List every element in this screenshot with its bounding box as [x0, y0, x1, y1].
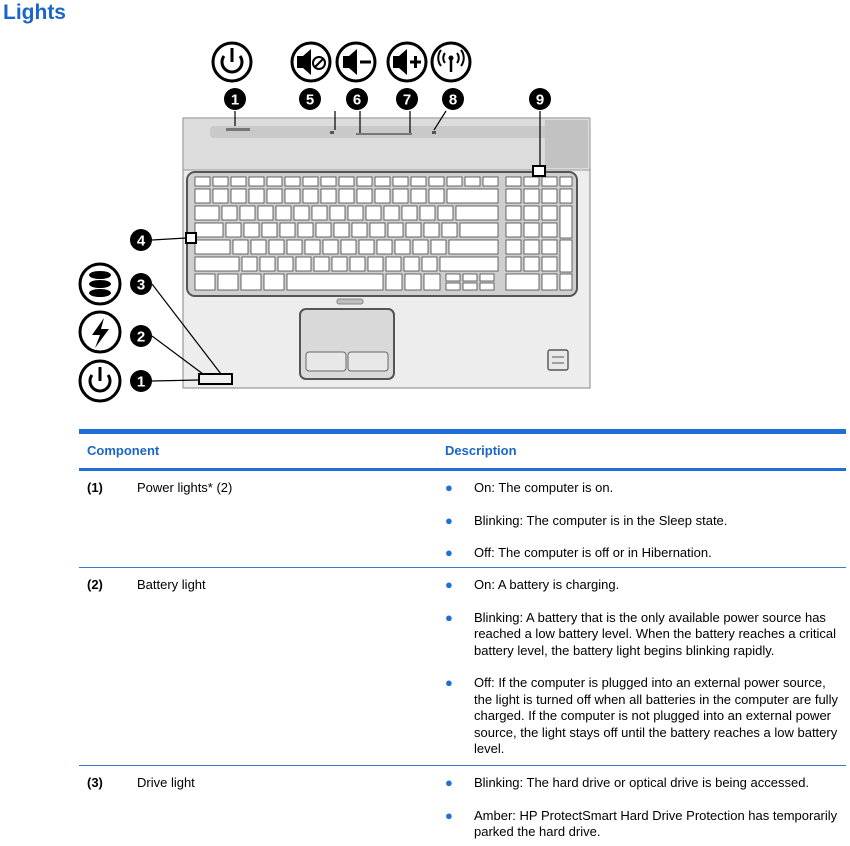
list-item: ●Blinking: The computer is in the Sleep …	[445, 512, 728, 528]
bullet-icon: ●	[445, 577, 453, 592]
list-item: ●Off: If the computer is plugged into an…	[445, 675, 838, 756]
row-description: ●Blinking: The hard drive or optical dri…	[445, 766, 845, 841]
callout-1-top: 1	[231, 92, 239, 109]
drive-icon	[78, 262, 122, 306]
page-title: Lights	[3, 1, 66, 24]
row-number: (1)	[87, 480, 103, 495]
row-component: Power lights* (2)	[137, 480, 233, 495]
header-component: Component	[87, 443, 160, 458]
list-item: ●Blinking: The hard drive or optical dri…	[445, 775, 810, 790]
table-header: Component Description	[79, 429, 846, 471]
bullet-icon: ●	[445, 675, 453, 690]
row-description: ●On: A battery is charging. ●Blinking: A…	[445, 568, 845, 758]
volume-up-icon	[386, 41, 428, 83]
bullet-icon: ●	[445, 775, 453, 790]
bullet-icon: ●	[445, 609, 453, 625]
row-number: (3)	[87, 775, 103, 790]
callout-4: 4	[137, 233, 146, 250]
bullet-icon: ●	[445, 807, 453, 823]
wireless-icon	[430, 41, 472, 83]
list-item: ●Amber: HP ProtectSmart Hard Drive Prote…	[445, 807, 838, 840]
list-item: ●Blinking: A battery that is the only av…	[445, 609, 837, 658]
row-number: (2)	[87, 577, 103, 592]
callout-7: 7	[403, 92, 411, 109]
row-component: Drive light	[137, 775, 195, 790]
lights-table: Component Description (1) Power lights* …	[79, 429, 846, 846]
callout-2: 2	[137, 329, 145, 346]
laptop-lights-diagram: 1 5 6 7 8 9 4 3 2 1	[78, 41, 591, 403]
callout-1-left: 1	[137, 374, 145, 391]
list-item: ●Off: The computer is off or in Hibernat…	[445, 545, 712, 560]
laptop-illustration	[182, 117, 591, 389]
callout-6: 6	[353, 92, 361, 109]
mute-icon	[290, 41, 332, 83]
row-description: ●On: The computer is on. ●Blinking: The …	[445, 471, 845, 562]
power-icon	[78, 359, 122, 403]
callout-5: 5	[306, 92, 314, 109]
bullet-icon: ●	[445, 480, 453, 495]
bullet-icon: ●	[445, 545, 453, 560]
callout-3: 3	[137, 277, 145, 294]
list-item: ●On: The computer is on.	[445, 480, 614, 495]
table-row: (2) Battery light ●On: A battery is char…	[79, 568, 846, 766]
table-row: (3) Drive light ●Blinking: The hard driv…	[79, 766, 846, 846]
callout-8: 8	[449, 92, 457, 109]
table-row: (1) Power lights* (2) ●On: The computer …	[79, 471, 846, 568]
volume-down-icon	[335, 41, 377, 83]
bullet-icon: ●	[445, 512, 453, 528]
callout-9: 9	[536, 92, 544, 109]
header-description: Description	[445, 443, 517, 458]
row-component: Battery light	[137, 577, 206, 592]
list-item: ●On: A battery is charging.	[445, 577, 620, 592]
battery-icon	[78, 310, 122, 354]
power-icon	[211, 41, 253, 83]
